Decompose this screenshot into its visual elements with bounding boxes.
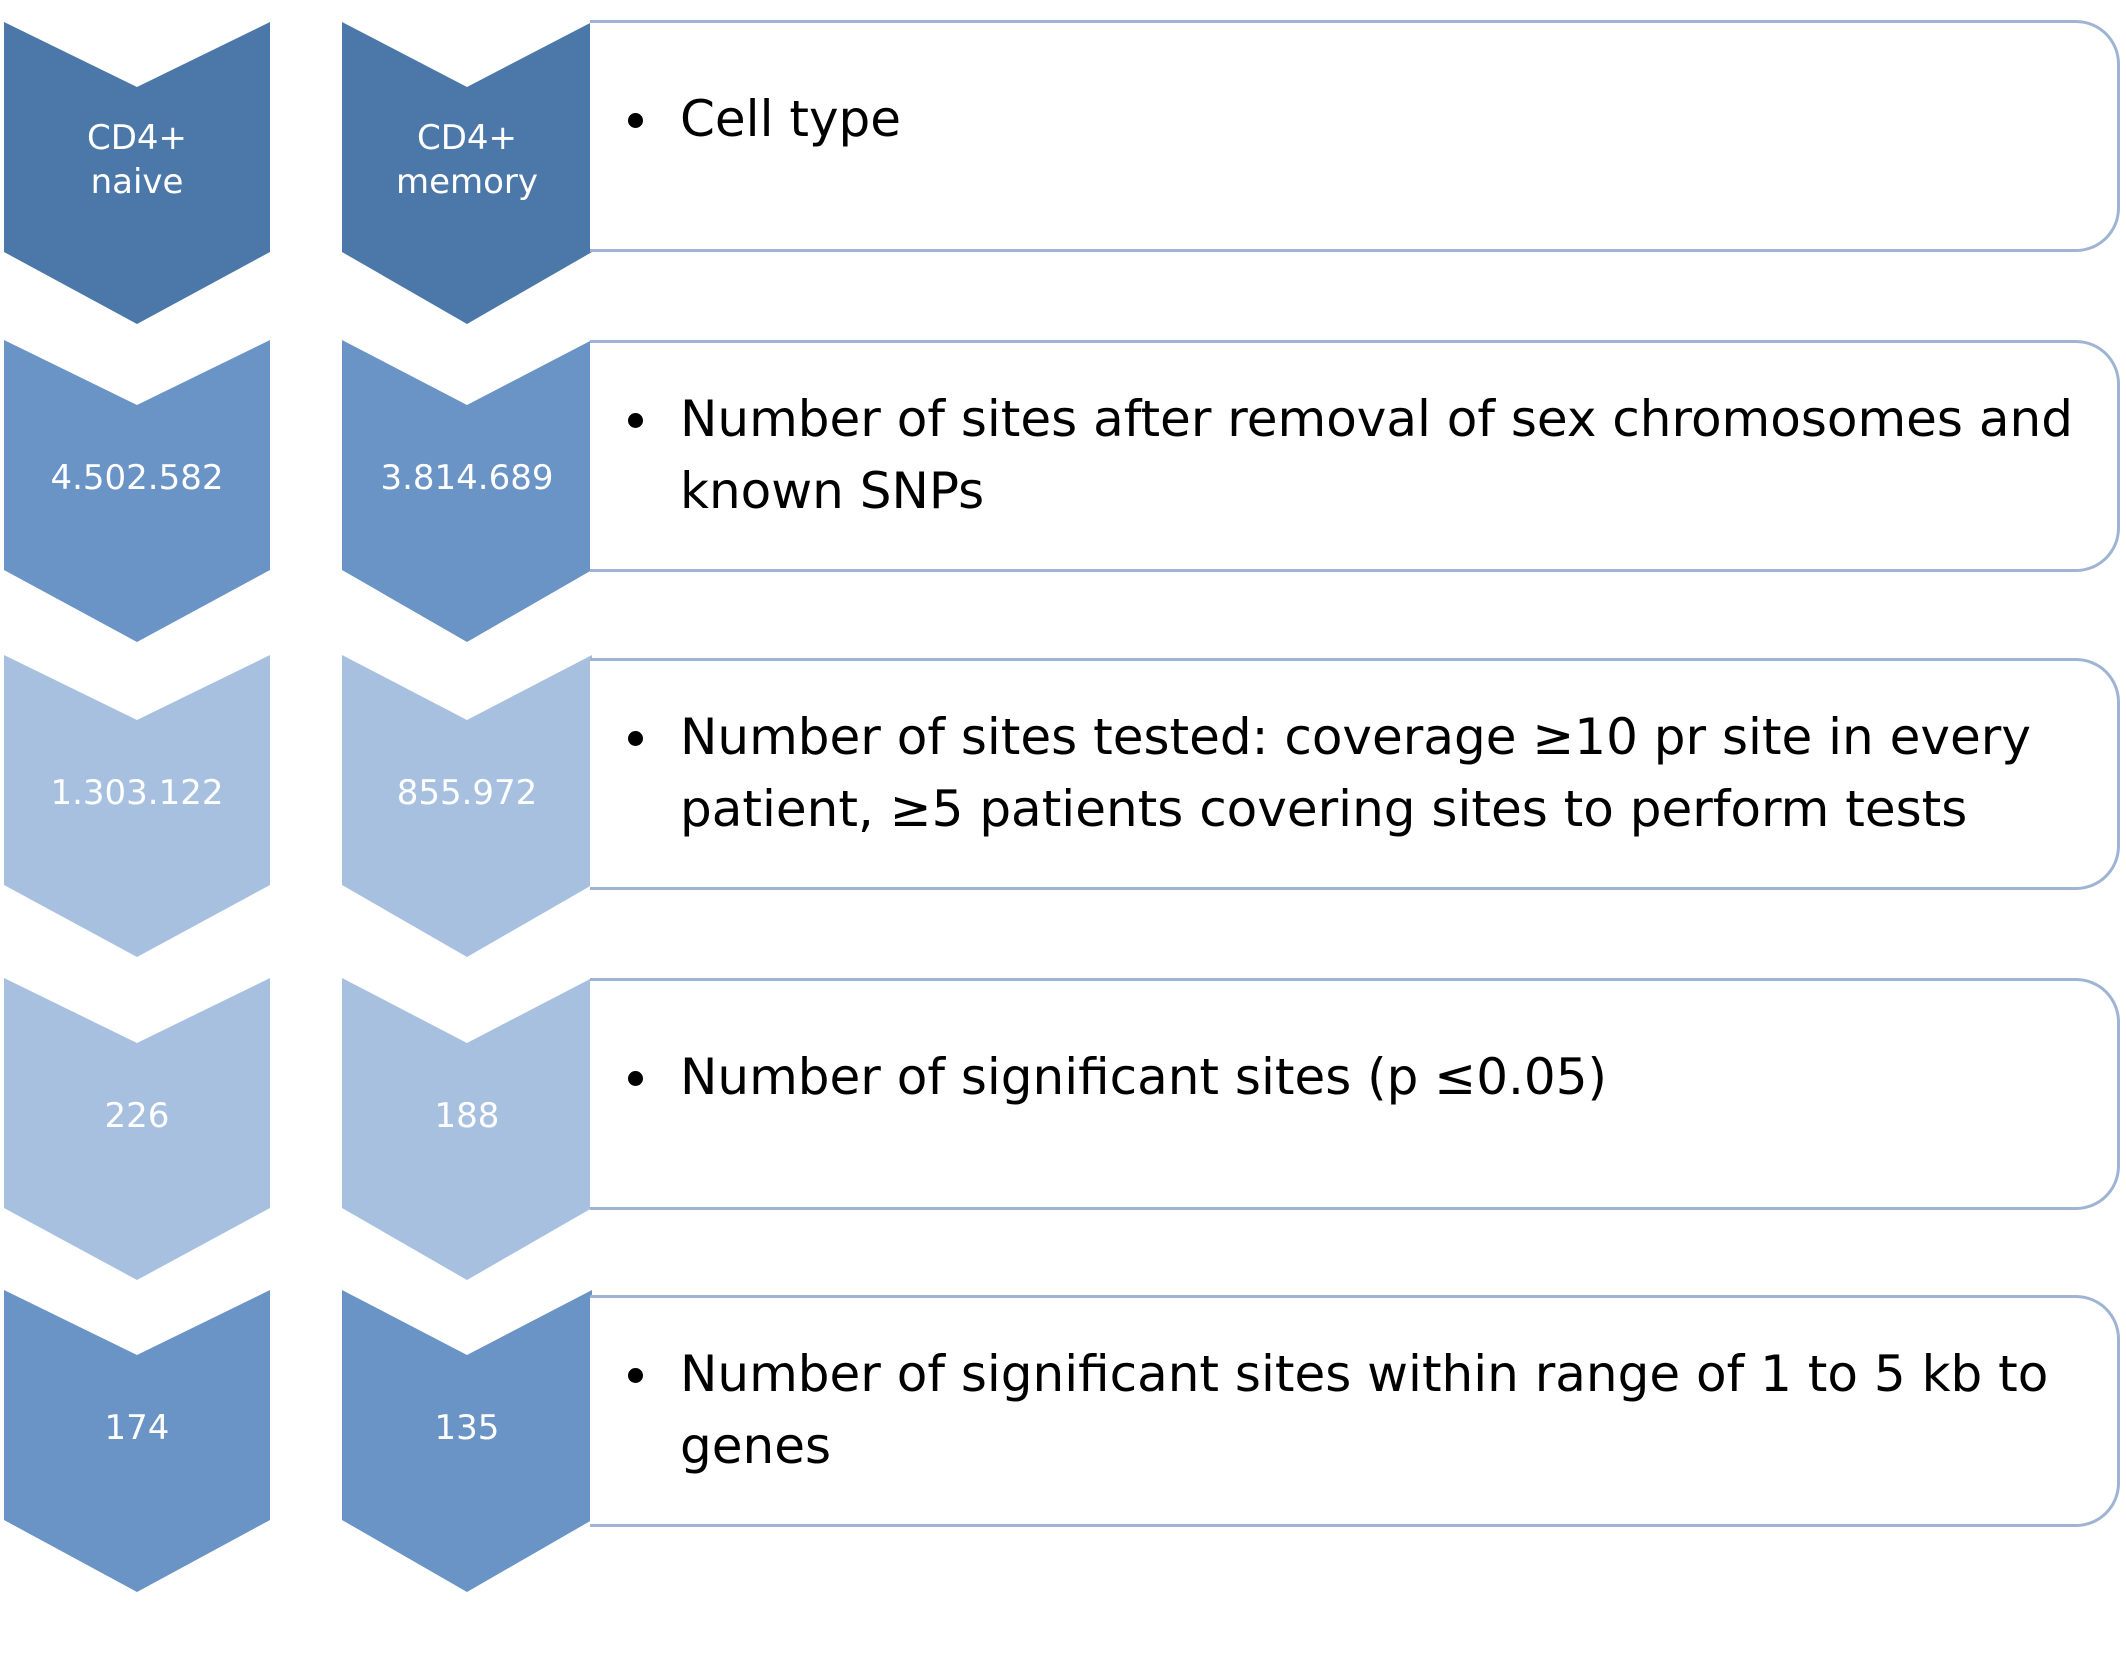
- naive-chevron-1: [4, 22, 270, 324]
- step-text: Number of sites after removal of sex chr…: [680, 390, 2073, 520]
- naive-chevron-3: [4, 655, 270, 957]
- memory-chevron-column: CD4+memory 3.814.689 855.972 188 135: [342, 22, 592, 1592]
- step-text: Number of sites tested: coverage ≥10 pr …: [680, 708, 2031, 838]
- memory-chevron-label-5: 135: [435, 1408, 500, 1448]
- naive-chevron-4: [4, 978, 270, 1280]
- memory-chevron-label-4: 188: [435, 1096, 500, 1136]
- step-text: Cell type: [680, 90, 902, 148]
- step-text: Number of significant sites (p ≤0.05): [680, 1048, 1608, 1106]
- naive-chevron-2: [4, 340, 270, 642]
- naive-chevron-column: CD4+naive 4.502.582 1.303.122 226 174: [4, 22, 270, 1592]
- bullet-icon: [628, 413, 643, 428]
- step-text: Number of significant sites within range…: [680, 1345, 2049, 1475]
- bullet-icon: [628, 113, 643, 128]
- memory-chevron-label-2: 3.814.689: [380, 458, 553, 498]
- bullet-icon: [628, 1368, 643, 1383]
- memory-chevron-5: [342, 1290, 592, 1592]
- memory-chevron-1: [342, 22, 592, 324]
- bullet-icon: [628, 1071, 643, 1086]
- naive-chevron-label-5: 174: [105, 1408, 170, 1448]
- naive-chevron-label-3: 1.303.122: [50, 773, 223, 813]
- memory-chevron-label-1: CD4+memory: [396, 118, 538, 202]
- memory-chevron-4: [342, 978, 592, 1280]
- memory-chevron-3: [342, 655, 592, 957]
- step-box-significant-sites: Number of significant sites (p ≤0.05): [590, 978, 2120, 1210]
- memory-chevron-2: [342, 340, 592, 642]
- step-box-sites-tested: Number of sites tested: coverage ≥10 pr …: [590, 658, 2120, 890]
- step-box-sites-near-genes: Number of significant sites within range…: [590, 1295, 2120, 1527]
- step-box-cell-type: Cell type: [590, 20, 2120, 252]
- step-box-sites-after-removal: Number of sites after removal of sex chr…: [590, 340, 2120, 572]
- naive-chevron-5: [4, 1290, 270, 1592]
- naive-chevron-label-4: 226: [105, 1096, 170, 1136]
- naive-chevron-label-2: 4.502.582: [50, 458, 223, 498]
- naive-chevron-label-1: CD4+naive: [87, 118, 187, 202]
- memory-chevron-label-3: 855.972: [397, 773, 538, 813]
- bullet-icon: [628, 731, 643, 746]
